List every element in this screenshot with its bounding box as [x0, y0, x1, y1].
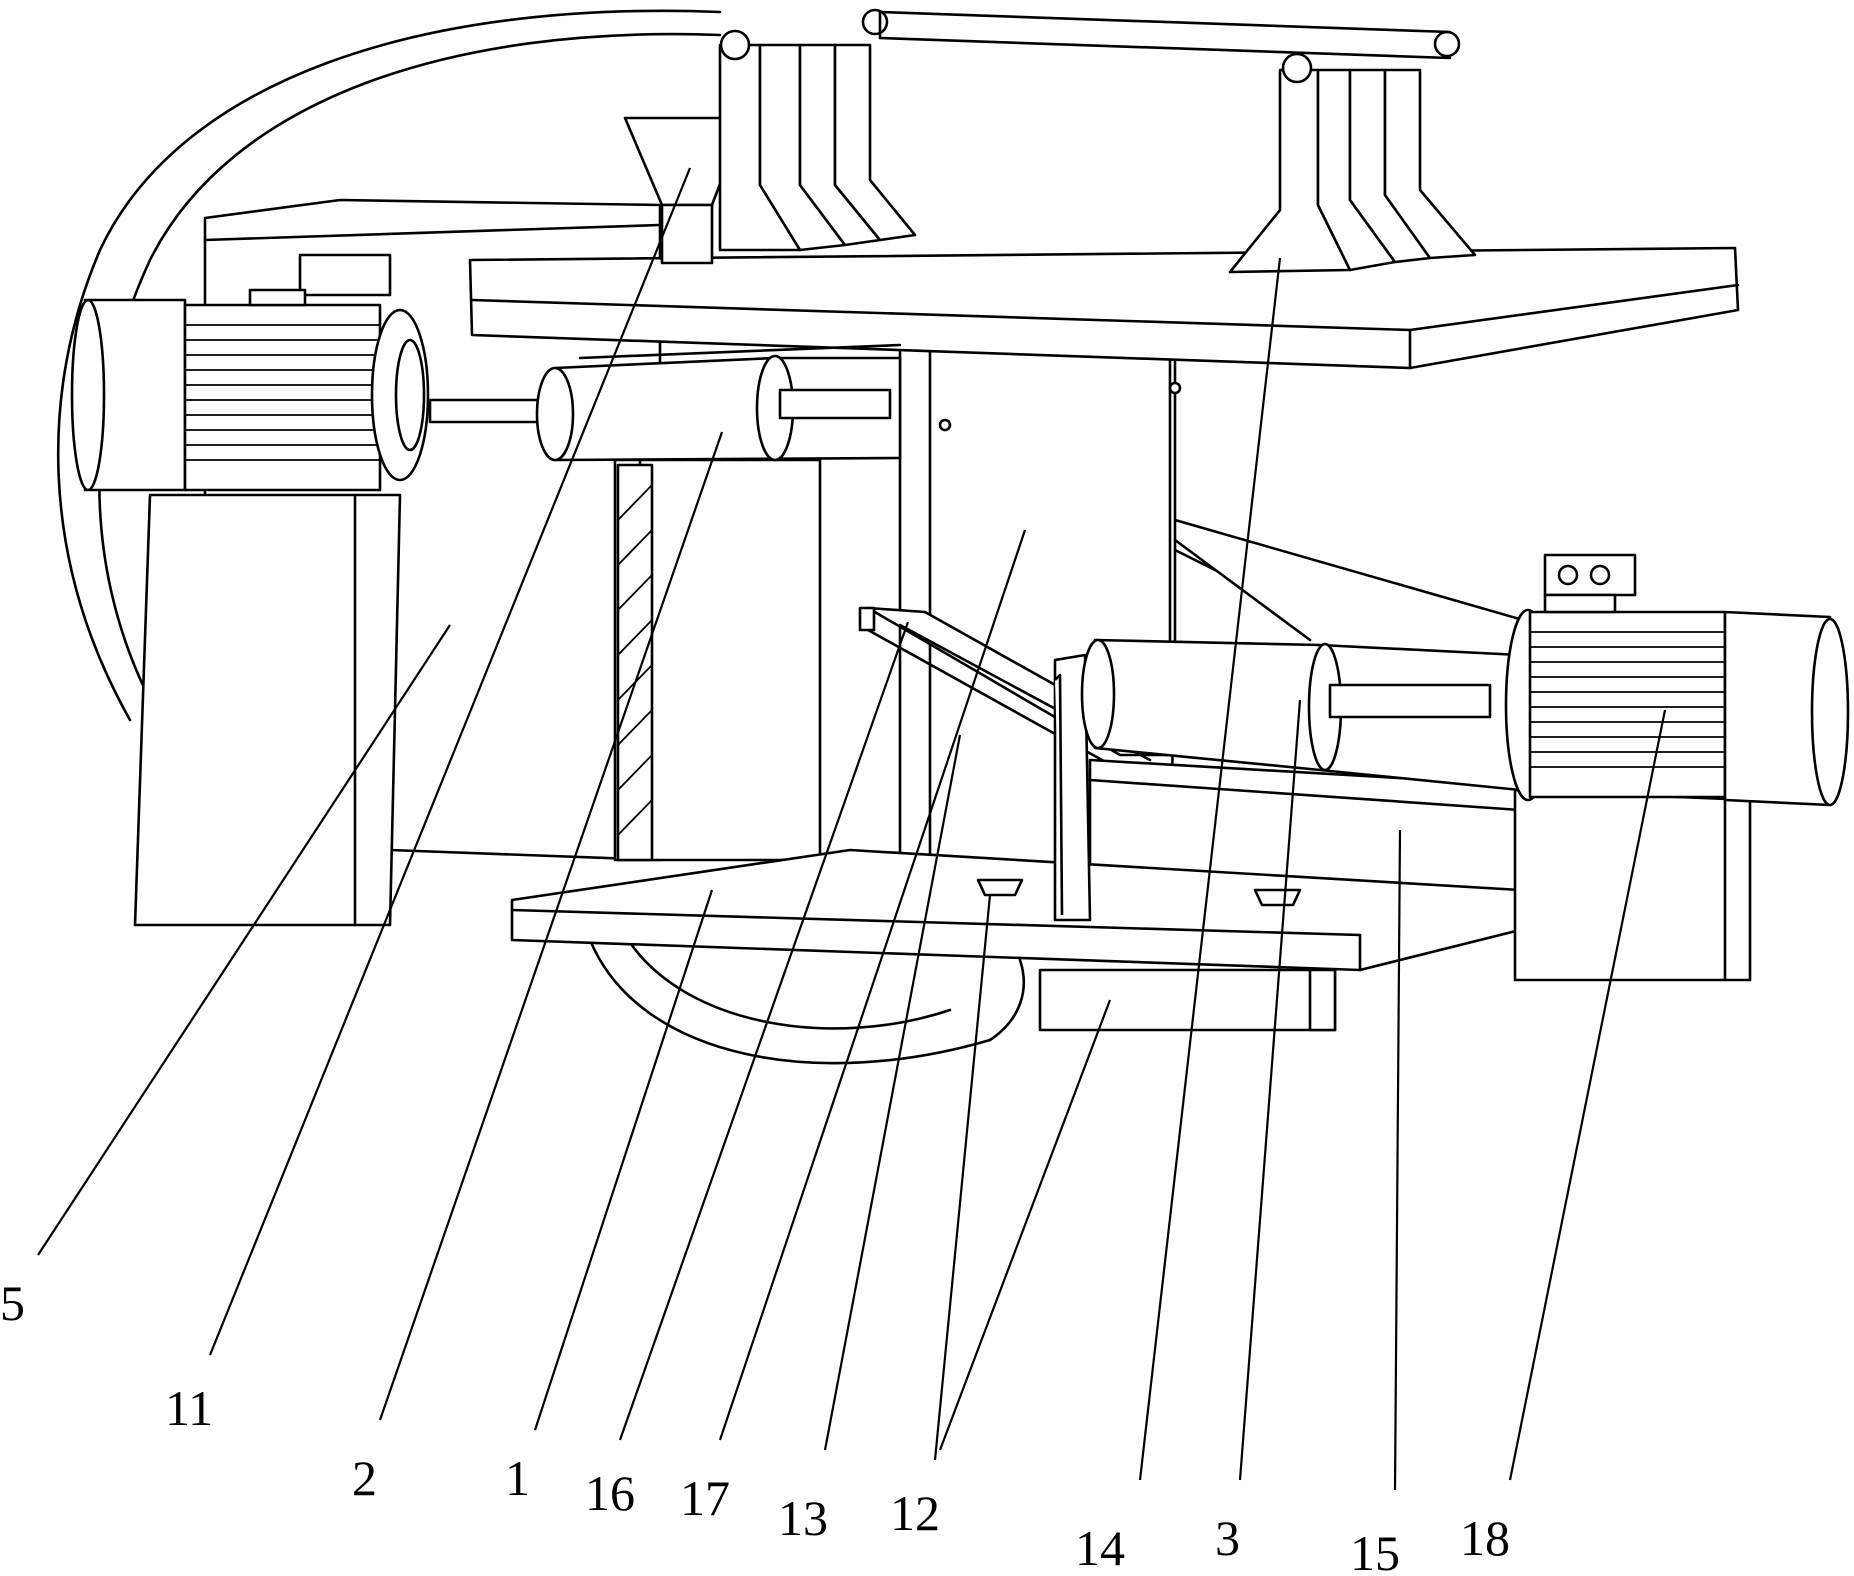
label-1: 1 [505, 1450, 530, 1506]
leader-5 [37, 624, 451, 1256]
hopper [623, 116, 747, 265]
label-17: 17 [680, 1470, 730, 1526]
leader-12 [933, 894, 992, 1461]
hatched-strip [616, 463, 654, 862]
leader-2 [378, 431, 724, 1421]
left-drive-cylinder [535, 343, 902, 462]
leader-13 [823, 734, 962, 1451]
label-11: 11 [165, 1380, 213, 1436]
leader-15 [1393, 829, 1402, 1491]
bottom-plate [510, 848, 1522, 1032]
right-drive-cylinder [1080, 638, 1522, 792]
cooling-fins [185, 324, 380, 461]
vertical-plate [1053, 653, 1092, 922]
right-motor-stand [1513, 788, 1752, 982]
label-2: 2 [352, 1450, 377, 1506]
label-3: 3 [1215, 1510, 1240, 1566]
support-post [613, 458, 822, 862]
label-16: 16 [585, 1465, 635, 1521]
label-14: 14 [1075, 1520, 1125, 1576]
leader-lines [37, 167, 1667, 1491]
leader-17 [718, 529, 1027, 1441]
left-feed-tubes [718, 8, 917, 252]
label-5: 5 [0, 1275, 25, 1331]
leader-11 [208, 167, 692, 1356]
label-15: 15 [1350, 1525, 1400, 1576]
cooling-fins [1530, 631, 1725, 768]
left-motor [70, 253, 552, 492]
upper-rail [878, 10, 1452, 60]
reference-numerals: 5 11 2 1 16 17 13 12 14 3 15 18 [0, 1275, 1510, 1576]
top-plate [468, 246, 1740, 370]
label-12: 12 [890, 1485, 940, 1541]
leader-16 [618, 621, 910, 1441]
leader-3 [1238, 699, 1302, 1481]
diagonal-strut [1173, 518, 1532, 642]
leader-14 [938, 999, 1112, 1451]
curved-pipe [56, 9, 722, 722]
lower-curved-pipe [588, 933, 1025, 1065]
leader-18 [1508, 709, 1667, 1481]
right-motor [1504, 553, 1850, 807]
left-motor-base [133, 493, 402, 927]
right-feed-tubes [1228, 30, 1477, 274]
leader-14b [1138, 257, 1282, 1481]
label-13: 13 [778, 1490, 828, 1546]
leader-1 [533, 889, 714, 1431]
label-18: 18 [1460, 1510, 1510, 1566]
